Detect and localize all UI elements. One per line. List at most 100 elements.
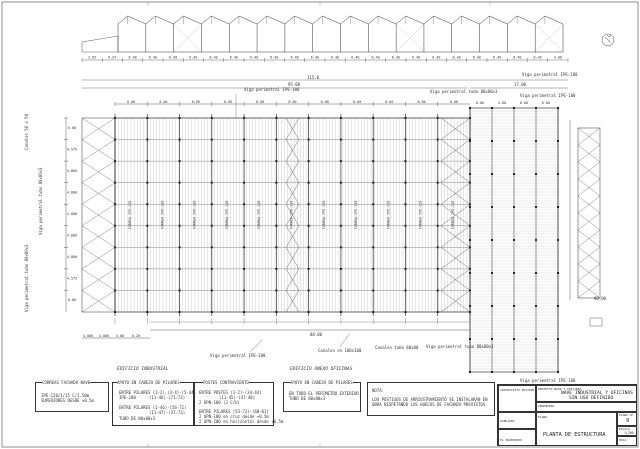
annex-column xyxy=(513,107,515,109)
tb-project-label: PROYECTO NAVE Y OFICINAS xyxy=(538,387,582,391)
roof-arch xyxy=(368,15,397,25)
bay-dimension-value: 8.00 xyxy=(321,100,329,104)
annex-column xyxy=(491,371,493,373)
dimension-value: 6.07 xyxy=(108,56,116,60)
column xyxy=(210,311,213,313)
annex-column xyxy=(513,371,515,373)
column xyxy=(372,246,375,249)
dimension-value: 6.40 xyxy=(372,56,380,60)
legend-line: TUBO DE 80x80x3 xyxy=(289,396,326,401)
annex-column xyxy=(491,239,493,241)
column xyxy=(404,267,407,270)
column xyxy=(404,117,407,119)
column xyxy=(178,117,181,119)
bottom-dimension-value: 8.20 xyxy=(132,334,140,338)
annex-column xyxy=(491,206,493,208)
column xyxy=(210,246,213,249)
north-arrow xyxy=(601,33,615,47)
dimension-value: 6.40 xyxy=(392,56,400,60)
column xyxy=(372,289,375,292)
annex-column xyxy=(469,107,471,109)
column xyxy=(178,267,181,270)
column xyxy=(372,224,375,227)
column xyxy=(436,224,439,227)
bracing xyxy=(440,139,471,162)
column xyxy=(339,289,342,292)
annex-column xyxy=(513,173,515,175)
roof-arch xyxy=(507,15,536,25)
roof-arch xyxy=(117,15,146,25)
purlin-label: CORREA IPE-120 xyxy=(419,201,423,230)
column xyxy=(210,203,213,206)
column xyxy=(436,117,439,119)
annex-side-bracing xyxy=(577,212,601,231)
callout-beam: Viga perimetral tubo 80x80x3 xyxy=(426,344,494,349)
dimension-value: 6.40 xyxy=(534,56,542,60)
column xyxy=(372,138,375,141)
annex-column xyxy=(491,338,493,340)
dimension-88-label: 88.00 xyxy=(310,332,323,337)
column xyxy=(146,138,149,141)
dimension-value: 6.40 xyxy=(513,56,521,60)
annex-column xyxy=(557,140,559,142)
legend-line: TUBO DE 80x80x3 xyxy=(119,416,156,421)
column xyxy=(210,289,213,292)
column xyxy=(436,160,439,163)
column xyxy=(210,138,213,141)
annex-side-bracing xyxy=(577,195,601,214)
left-dimension-value: 6.00 xyxy=(68,298,76,302)
column xyxy=(178,181,181,184)
legend-line: EN TODO EL PERIMETRO EXTERIOR xyxy=(289,391,359,396)
column xyxy=(178,246,181,249)
annex-column xyxy=(491,272,493,274)
roof-arch xyxy=(284,15,313,25)
bay-dimension-value: 8.00 xyxy=(450,100,458,104)
legend-line: ENTRE PILARES (1-46)-(56-71) xyxy=(119,405,187,410)
column xyxy=(339,311,342,313)
column xyxy=(307,267,310,270)
annex-column xyxy=(491,305,493,307)
annex-side-bracing xyxy=(577,280,601,299)
annex-column xyxy=(535,272,537,274)
column xyxy=(404,246,407,249)
column xyxy=(243,138,246,141)
column xyxy=(372,160,375,163)
annex-column xyxy=(535,107,537,109)
annex-column xyxy=(557,305,559,307)
roof-arch xyxy=(340,15,369,25)
nota-line: LOS POSTIGOS DE ARRIOSTRAMIENTO SE INSTA… xyxy=(372,397,488,402)
tb-company-cell: CONTRATISTA ENTIDAD xyxy=(498,385,536,412)
tb-author-label: INGENIERO xyxy=(538,404,555,408)
column xyxy=(372,267,375,270)
legend-title-industrial: EDIFICIO INDUSTRIAL xyxy=(117,367,169,372)
annex-column xyxy=(469,272,471,274)
annex-column xyxy=(557,239,559,241)
legend-title-offices: EDIFICIO ANEXO OFICINAS xyxy=(290,367,353,372)
annex-column xyxy=(491,173,493,175)
column xyxy=(339,138,342,141)
column xyxy=(404,289,407,292)
column xyxy=(146,181,149,184)
column xyxy=(146,246,149,249)
leader-line xyxy=(339,332,351,348)
dimension-90-label: 90.00 xyxy=(594,296,607,301)
annex-column xyxy=(557,206,559,208)
dimension-value: 6.40 xyxy=(250,56,258,60)
legend-line: IPE-180 xyxy=(119,395,136,400)
bracing xyxy=(285,225,300,248)
dimension-value: 6.40 xyxy=(270,56,278,60)
legend-box-bracing-posts: POSTES CONTRAVIENTO ENTRE POSTES (1-2)-(… xyxy=(194,380,283,426)
column xyxy=(404,311,407,313)
annex-column xyxy=(469,140,471,142)
bottom-dimension-value: 4.000 xyxy=(99,334,109,338)
annex-side-bracing xyxy=(577,127,601,146)
legend-box-facade-purlins: CORREAS FACHADA NAVE IPE-120/1/15 C/1.50… xyxy=(35,380,109,412)
callout-beam: Viga perimetral IPE-180 xyxy=(520,378,576,383)
dimension-value: 6.40 xyxy=(291,56,299,60)
lean-to-bracing xyxy=(81,139,116,162)
tb-author-cell: INGENIERO xyxy=(536,402,637,412)
column xyxy=(372,203,375,206)
roof-arch xyxy=(145,15,174,25)
column xyxy=(243,224,246,227)
